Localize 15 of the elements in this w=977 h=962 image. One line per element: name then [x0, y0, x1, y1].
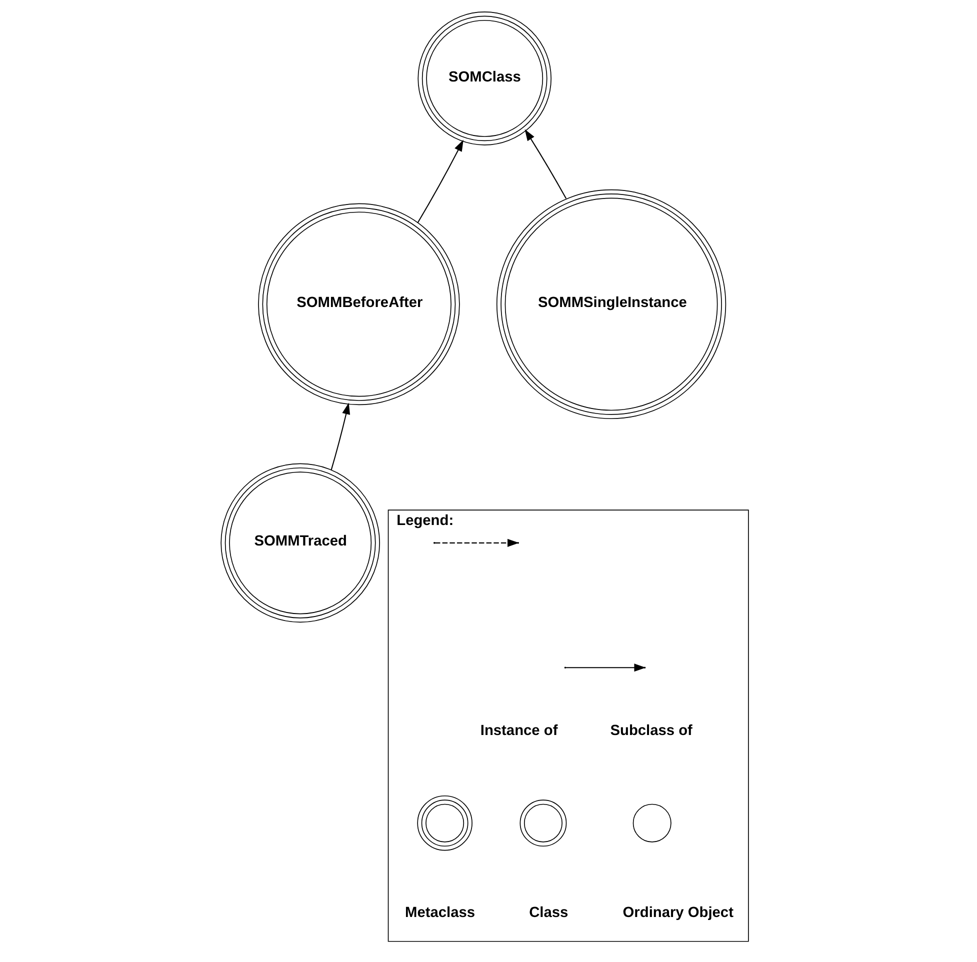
legend-label: Instance of — [480, 722, 558, 739]
arrow — [330, 402, 350, 470]
node-circle — [519, 800, 566, 847]
legend-label: Metaclass — [404, 904, 475, 921]
node-circle — [416, 795, 472, 851]
arrow — [416, 140, 463, 224]
node-circle: SOMMSingleInstance — [496, 189, 726, 420]
node-circle: SOMMBeforeAfter — [258, 203, 460, 406]
legend-label: Subclass of — [610, 722, 692, 739]
node-circle: SOMClass — [417, 12, 551, 146]
legend-label: Ordinary Object — [622, 904, 733, 921]
arrow — [524, 129, 566, 199]
node-circle: SOMMTraced — [220, 463, 380, 623]
legend-label: Class — [528, 904, 568, 921]
node-circle — [632, 804, 671, 842]
